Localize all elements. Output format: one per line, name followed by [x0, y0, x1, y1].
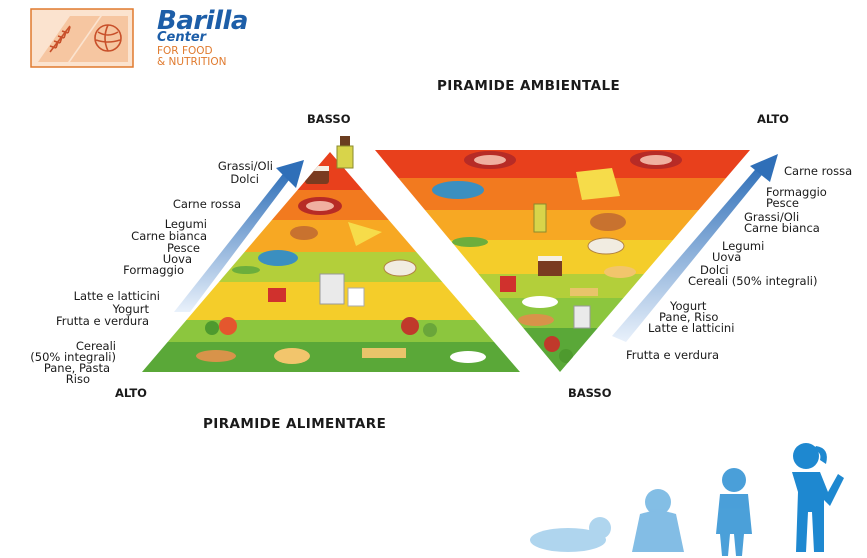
env-rice-icon	[522, 296, 558, 308]
logo-brand-text: Barilla	[157, 6, 248, 36]
env-oil-icon	[533, 203, 547, 233]
rice-icon	[450, 351, 486, 363]
env-label-fruit-vegetables: Frutta e verdura	[626, 348, 720, 362]
env-label-fish: Pesce	[766, 196, 799, 210]
food-label-legumes: Legumi	[164, 217, 207, 231]
env-label-cereals: Cereali (50% integrali)	[688, 274, 818, 288]
env-label-eggs: Uova	[712, 250, 742, 264]
yogurt-icon	[268, 288, 286, 302]
env-yogurt-icon	[500, 276, 516, 292]
suggested-consumption-arrow	[174, 160, 304, 312]
environmental-pyramid-bottom-tag: BASSO	[568, 386, 612, 400]
env-fruit-icon	[544, 336, 560, 352]
girl-waving-icon	[792, 443, 844, 552]
food-label-fruit-vegetables: Frutta e verdura	[55, 314, 149, 328]
food-label-milk-dairy: Latte e latticini	[73, 289, 160, 303]
env-eggs-icon	[587, 237, 625, 255]
food-pyramid-title: PIRAMIDE ALIMENTARE	[203, 416, 387, 432]
food-pyramid-top-tag: BASSO	[307, 112, 351, 126]
env-legumes-icon	[452, 237, 488, 247]
food-label-bread-pasta: Pane, Pasta	[43, 361, 110, 375]
env-pasta-icon	[570, 288, 598, 296]
env-fish-icon	[432, 181, 484, 199]
oil-bottle-icon	[336, 136, 354, 169]
children-silhouettes	[530, 443, 844, 556]
food-label-eggs: Uova	[162, 252, 192, 266]
env-label-fats-oils: Grassi/Oli	[744, 210, 800, 224]
baby-crawling-icon	[530, 517, 611, 552]
pasta-icon	[362, 348, 406, 358]
chicken-icon	[290, 226, 318, 240]
env-cheese-icon	[576, 168, 620, 200]
food-label-yogurt: Yogurt	[112, 302, 149, 316]
fish-icon	[258, 250, 298, 266]
logo-line1: FOR FOOD	[157, 45, 213, 57]
eggs-icon	[383, 259, 417, 277]
environmental-pyramid-title: PIRAMIDE AMBIENTALE	[437, 78, 621, 94]
env-band-2	[375, 178, 750, 210]
env-milk-icon	[573, 305, 591, 329]
food-label-fats-oils: Grassi/Oli	[217, 159, 273, 173]
env-cereal-icon	[604, 266, 636, 278]
env-chicken-icon	[590, 213, 626, 231]
food-label-cereals: Cereali	[75, 339, 116, 353]
env-vegetables-icon	[559, 349, 573, 363]
peas-icon	[232, 266, 260, 274]
logo-center-text: Center	[157, 30, 207, 45]
env-label-cheese: Formaggio	[766, 185, 827, 199]
environmental-pyramid-top-tag: ALTO	[757, 112, 789, 126]
env-label-milk-dairy: Latte e latticini	[648, 321, 735, 335]
env-label-red-meat: Carne rossa	[784, 164, 853, 178]
env-bread-icon	[518, 314, 554, 326]
food-label-fish: Pesce	[167, 241, 200, 255]
fruit-icon	[401, 317, 419, 335]
food-label-white-meat: Carne bianca	[131, 229, 207, 243]
logo-line2: & NUTRITION	[157, 56, 227, 68]
food-label-cheese: Formaggio	[123, 263, 184, 277]
bread-icon	[196, 350, 236, 362]
food-pyramid-bottom-tag: ALTO	[115, 386, 147, 400]
cereal-bowl-icon	[274, 348, 310, 364]
env-label-white-meat: Carne bianca	[744, 221, 820, 235]
env-label-bread-rice: Pane, Riso	[659, 310, 719, 324]
cheese-icon	[348, 222, 382, 246]
toddler-sitting-icon	[632, 489, 684, 552]
vegetables-icon	[219, 317, 237, 335]
milk-icon	[319, 273, 345, 305]
food-label-sweets: Dolci	[230, 172, 259, 186]
food-label-wholegrain: (50% integrali)	[30, 350, 116, 364]
env-band-top	[375, 150, 750, 178]
food-label-rice: Riso	[65, 372, 90, 386]
env-label-yogurt: Yogurt	[670, 299, 707, 313]
child-standing-icon	[716, 468, 752, 556]
environmental-impact-arrow	[612, 154, 778, 342]
env-label-sweets: Dolci	[700, 263, 729, 277]
food-label-red-meat: Carne rossa	[172, 197, 241, 211]
food-band-6	[142, 320, 520, 342]
logo-emblem-icon	[30, 8, 134, 68]
env-label-legumes: Legumi	[722, 239, 765, 253]
